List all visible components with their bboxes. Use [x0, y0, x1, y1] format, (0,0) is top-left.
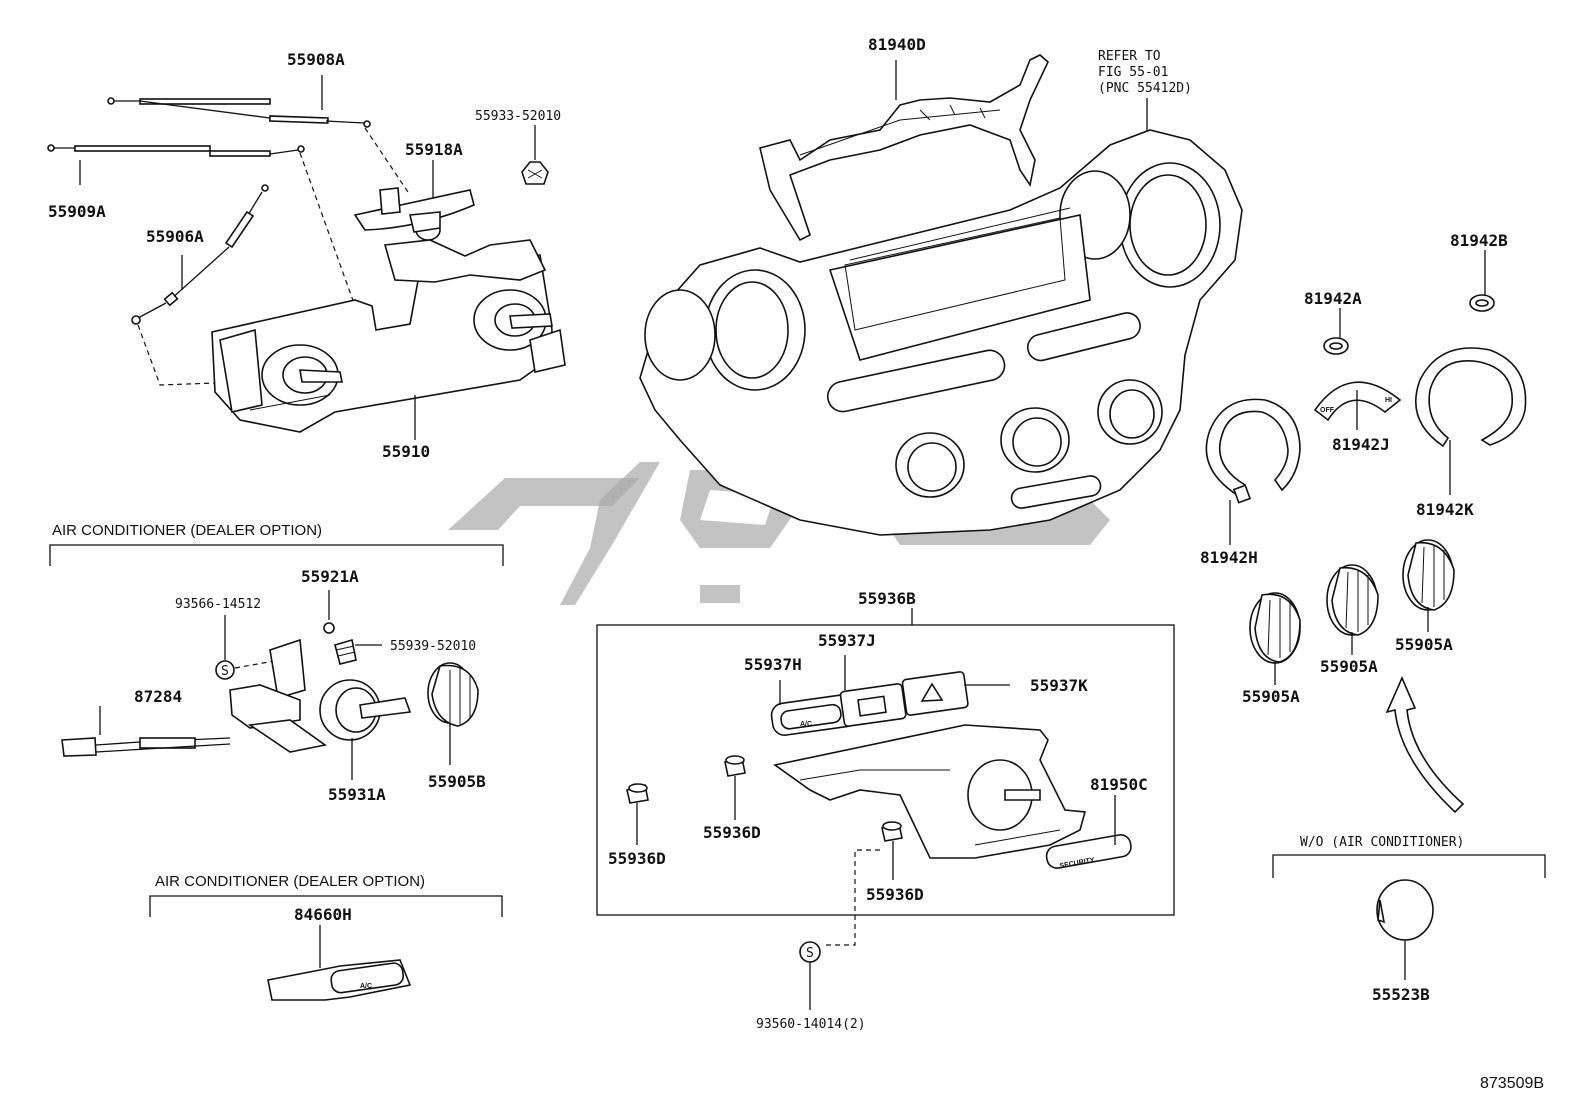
- label-55910: 55910: [382, 442, 430, 461]
- reference-note: REFER TO FIG 55-01 (PNC 55412D): [1098, 49, 1192, 96]
- ac-option-group-1: AIR CONDITIONER (DEALER OPTION) S: [49, 522, 504, 780]
- dash-panel: [639, 98, 1243, 536]
- label-81940D: 81940D: [868, 35, 926, 54]
- switch-assembly-box: A/C SECURITY S: [596, 608, 1175, 1010]
- label-55937H: 55937H: [744, 655, 802, 674]
- label-55918A: 55918A: [405, 140, 463, 159]
- wo-ac-group: W/O (AIR CONDITIONER): [1272, 835, 1546, 980]
- label-55905A-1: 55905A: [1242, 687, 1300, 706]
- ring-81942A: [1323, 308, 1349, 355]
- label-55905A-2: 55905A: [1320, 657, 1378, 676]
- label-87284: 87284: [134, 687, 182, 706]
- control-assembly-55910: [211, 239, 566, 440]
- hi-label: HI: [1385, 397, 1392, 404]
- label-55936D-1: 55936D: [608, 849, 666, 868]
- ring-81942K: [1414, 347, 1527, 495]
- wo-ac-header: W/O (AIR CONDITIONER): [1300, 835, 1464, 850]
- label-81942K: 81942K: [1416, 500, 1474, 519]
- clip-55933-52010: [521, 125, 549, 185]
- label-55908A: 55908A: [287, 50, 345, 69]
- label-55939-52010: 55939-52010: [390, 639, 476, 654]
- label-55936B: 55936B: [858, 589, 916, 608]
- ref-line-2: FIG 55-01: [1098, 65, 1168, 80]
- label-55937K: 55937K: [1030, 676, 1088, 695]
- figure-number: 873509B: [1480, 1075, 1544, 1092]
- knob-55905A-2: [1326, 564, 1379, 655]
- ac-option-header-2: AIR CONDITIONER (DEALER OPTION): [155, 873, 425, 890]
- ac-option-header-1: AIR CONDITIONER (DEALER OPTION): [52, 522, 322, 539]
- direction-arrow: [1385, 676, 1465, 814]
- label-55931A: 55931A: [328, 785, 386, 804]
- label-55936D-3: 55936D: [866, 885, 924, 904]
- s-symbol-2: S: [806, 946, 814, 961]
- label-55905B: 55905B: [428, 772, 486, 791]
- label-55933-52010: 55933-52010: [475, 109, 561, 124]
- label-55523B: 55523B: [1372, 985, 1430, 1004]
- ref-line-1: REFER TO: [1098, 49, 1161, 64]
- cable-assembly-55909A: [47, 144, 305, 185]
- label-81942B: 81942B: [1450, 231, 1508, 250]
- label-84660H: 84660H: [294, 905, 352, 924]
- knob-55905A-1: [1249, 592, 1301, 685]
- cable-assembly-55908A: [107, 75, 371, 128]
- label-93560-14014: 93560-14014(2): [756, 1017, 866, 1032]
- label-55906A: 55906A: [146, 227, 204, 246]
- label-81942H: 81942H: [1200, 548, 1258, 567]
- lever-55918A: [353, 160, 475, 241]
- harness-81940D: [759, 54, 1049, 242]
- label-55909A: 55909A: [48, 202, 106, 221]
- label-55905A-3: 55905A: [1395, 635, 1453, 654]
- off-label: OFF: [1320, 407, 1335, 414]
- label-93566-14512: 93566-14512: [175, 597, 261, 612]
- label-55937J: 55937J: [818, 631, 876, 650]
- label-55936D-2: 55936D: [703, 823, 761, 842]
- s-symbol-1: S: [221, 664, 229, 679]
- ac-switch-label: A/C: [800, 721, 812, 728]
- label-81942J: 81942J: [1332, 435, 1390, 454]
- label-55921A: 55921A: [301, 567, 359, 586]
- ring-81942B: [1469, 250, 1495, 312]
- label-81950C: 81950C: [1090, 775, 1148, 794]
- label-81942A: 81942A: [1304, 289, 1362, 308]
- cable-assembly-55906A: [131, 184, 269, 325]
- indicator-plate-81942J: OFF HI: [1313, 381, 1402, 430]
- part-labels: 55908A 55909A 55933-52010 55918A 55906A …: [48, 35, 1544, 1092]
- ac-switch-label-2: A/C: [360, 983, 372, 990]
- ring-81942H: [1205, 398, 1301, 545]
- knob-55905A-3: [1402, 539, 1455, 632]
- ref-line-3: (PNC 55412D): [1098, 81, 1192, 96]
- ac-option-group-2: AIR CONDITIONER (DEALER OPTION) A/C: [149, 873, 503, 1001]
